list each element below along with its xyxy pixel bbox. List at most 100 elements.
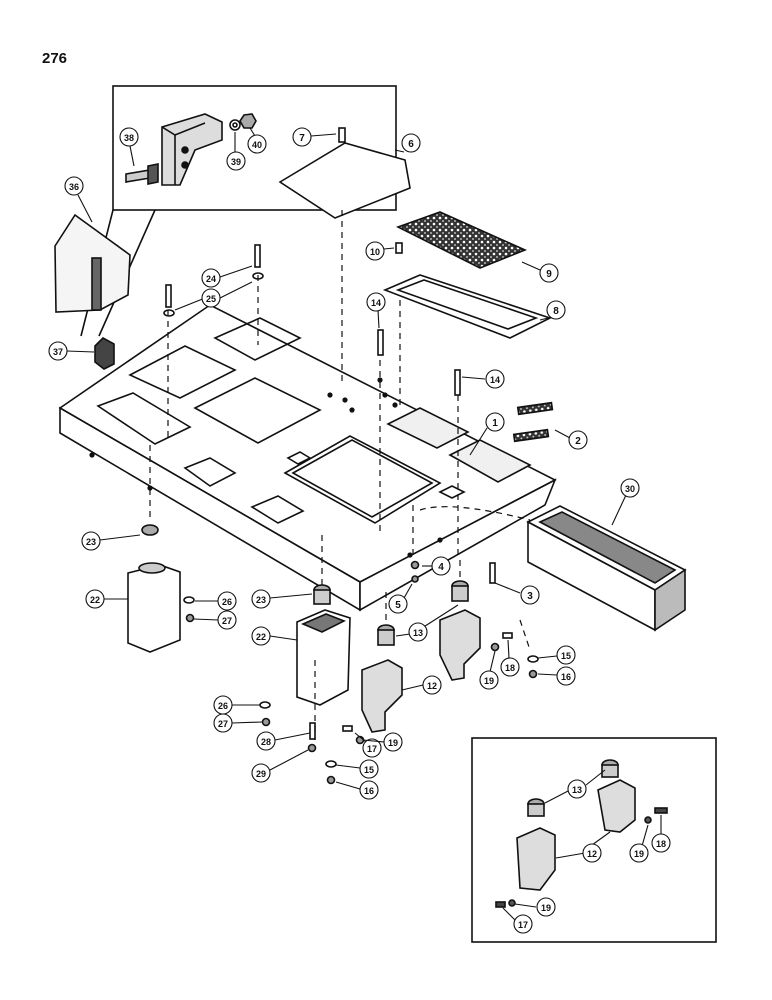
- tray-part-8: [382, 274, 553, 339]
- callout-label-15-bottom: 15: [364, 765, 374, 775]
- callout-18-main: 18: [500, 639, 520, 677]
- callout-label-4: 4: [438, 562, 444, 573]
- platform-part-1: [58, 304, 557, 612]
- callout-label-2: 2: [575, 436, 581, 447]
- callout-label-18-inset: 18: [656, 839, 666, 849]
- callout-label-14-right: 14: [490, 375, 500, 385]
- callout-8: 8: [539, 300, 566, 321]
- callout-label-5: 5: [395, 600, 401, 611]
- callout-label-9: 9: [546, 269, 552, 280]
- callout-39: 39: [226, 132, 246, 171]
- callout-label-10: 10: [370, 247, 380, 257]
- plate-part-6: [278, 142, 411, 219]
- callout-17-main: 17: [354, 732, 382, 758]
- callout-2: 2: [554, 429, 588, 450]
- callout-30: 30: [611, 478, 640, 526]
- callout-label-22-right: 22: [256, 632, 266, 642]
- callout-16-right: 16: [537, 666, 576, 686]
- callout-label-40: 40: [252, 140, 262, 150]
- callout-4: 4: [422, 556, 451, 576]
- callout-7: 7: [292, 127, 337, 147]
- callout-label-26-right: 26: [218, 701, 228, 711]
- callout-label-19-bottom: 19: [388, 738, 398, 748]
- inset-mount-alternate: [471, 737, 717, 943]
- callout-26-right: 26: [213, 695, 260, 715]
- callout-label-3: 3: [527, 591, 533, 602]
- bracket-part-37: [94, 337, 115, 370]
- page-number: 276: [42, 50, 68, 67]
- callout-36: 36: [64, 176, 93, 223]
- callout-label-16-bottom: 16: [364, 786, 374, 796]
- callout-14-top: 14: [366, 292, 386, 329]
- callout-label-27-left: 27: [222, 616, 232, 626]
- callout-14-right: 14: [461, 369, 505, 389]
- callout-19-inset-left: 19: [514, 897, 556, 917]
- box-part-30: [526, 505, 687, 632]
- callout-13-main: 13: [395, 604, 459, 642]
- callout-16-bottom: 16: [335, 780, 379, 800]
- callout-label-8: 8: [553, 306, 559, 317]
- callout-label-23-right: 23: [256, 595, 266, 605]
- callout-label-13-inset: 13: [572, 785, 582, 795]
- callout-label-28: 28: [261, 737, 271, 747]
- callout-label-13-main: 13: [413, 628, 423, 638]
- callout-12-main: 12: [401, 675, 442, 695]
- callout-28: 28: [256, 731, 311, 751]
- callout-label-16-right: 16: [561, 672, 571, 682]
- callout-23-left: 23: [81, 531, 141, 551]
- callout-label-26-left: 26: [222, 597, 232, 607]
- callout-15-bottom: 15: [335, 759, 379, 779]
- callout-38: 38: [119, 127, 139, 167]
- callout-24: 24: [201, 265, 253, 288]
- callout-label-7: 7: [299, 133, 305, 144]
- callout-3: 3: [494, 582, 540, 605]
- callout-27-right: 27: [213, 713, 263, 733]
- callout-18-inset: 18: [651, 815, 671, 853]
- callout-label-19-right: 19: [484, 676, 494, 686]
- alignment-lines: [149, 210, 531, 740]
- callout-label-39: 39: [231, 157, 241, 167]
- callout-40: 40: [247, 127, 267, 154]
- callout-label-29: 29: [256, 769, 266, 779]
- callout-label-27-right: 27: [218, 719, 228, 729]
- callout-label-12-main: 12: [427, 681, 437, 691]
- callout-label-14-top: 14: [371, 298, 381, 308]
- callout-label-17-inset: 17: [518, 920, 528, 930]
- callout-1: 1: [469, 412, 505, 456]
- mount-part-12-front: [361, 659, 403, 733]
- callout-label-1: 1: [492, 418, 498, 429]
- callout-label-18-main: 18: [505, 663, 515, 673]
- callout-label-23-left: 23: [86, 537, 96, 547]
- callout-19-bottom: 19: [362, 732, 403, 752]
- callout-label-37: 37: [53, 347, 63, 357]
- callout-9: 9: [521, 261, 559, 283]
- bolts: [165, 127, 513, 740]
- mount-part-12-back: [439, 609, 481, 681]
- callout-22-right: 22: [251, 626, 298, 646]
- callout-10: 10: [365, 241, 395, 261]
- callout-19-inset-right: 19: [629, 824, 649, 863]
- callout-26-left: 26: [195, 591, 237, 611]
- tank-part-22-right: [296, 609, 351, 706]
- strips-part-2: [512, 401, 554, 443]
- callout-label-30: 30: [625, 484, 635, 494]
- callout-23-right: 23: [251, 589, 313, 609]
- callout-37: 37: [48, 341, 95, 361]
- callout-label-17-main: 17: [367, 744, 377, 754]
- callout-label-15-right: 15: [561, 651, 571, 661]
- callout-label-19-inset-right: 19: [634, 849, 644, 859]
- callout-22-left: 22: [85, 589, 128, 609]
- callout-label-19-inset-left: 19: [541, 903, 551, 913]
- callout-6: 6: [394, 133, 421, 153]
- callout-label-22-left: 22: [90, 595, 100, 605]
- callout-13-inset: 13: [544, 769, 606, 804]
- callout-15-right: 15: [537, 645, 576, 665]
- callout-29: 29: [251, 749, 309, 783]
- tank-part-22-left: [127, 562, 181, 653]
- callout-label-24: 24: [206, 274, 216, 284]
- callout-12-inset: 12: [555, 831, 611, 863]
- callout-label-6: 6: [408, 139, 414, 150]
- panel-part-36: [54, 213, 131, 313]
- callout-label-38: 38: [124, 133, 134, 143]
